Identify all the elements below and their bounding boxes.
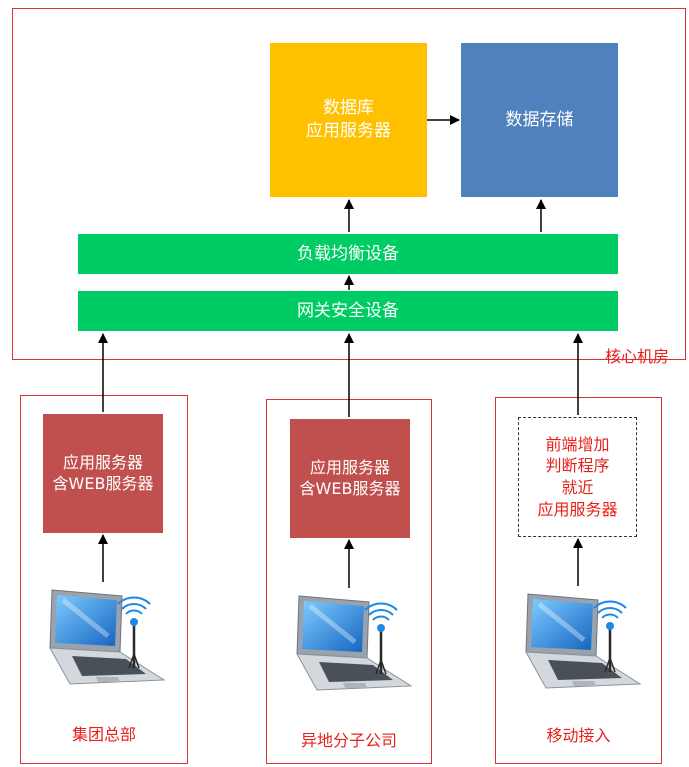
- gateway-security-bar: 网关安全设备: [78, 291, 618, 331]
- laptop-with-wireless-antenna-icon: [525, 593, 642, 689]
- branch-label-mobile: 移动接入: [546, 726, 611, 745]
- database-app-server-box: 数据库 应用服务器: [270, 43, 427, 197]
- laptop-with-wireless-antenna-icon: [296, 595, 413, 691]
- laptop-with-wireless-antenna-icon: [49, 589, 166, 685]
- core-room-label: 核心机房: [605, 347, 670, 366]
- app-server-box-subsidiary: 应用服务器 含WEB服务器: [290, 419, 410, 538]
- branch-frame-hq: [20, 395, 188, 764]
- frontend-routing-box-mobile: 前端增加 判断程序 就近 应用服务器: [518, 417, 637, 537]
- app-server-box-hq: 应用服务器 含WEB服务器: [43, 414, 163, 533]
- branch-label-subsidiary: 异地分子公司: [300, 731, 397, 750]
- data-storage-box: 数据存储: [461, 43, 618, 197]
- load-balancer-bar: 负载均衡设备: [78, 234, 618, 274]
- branch-label-hq: 集团总部: [71, 725, 136, 744]
